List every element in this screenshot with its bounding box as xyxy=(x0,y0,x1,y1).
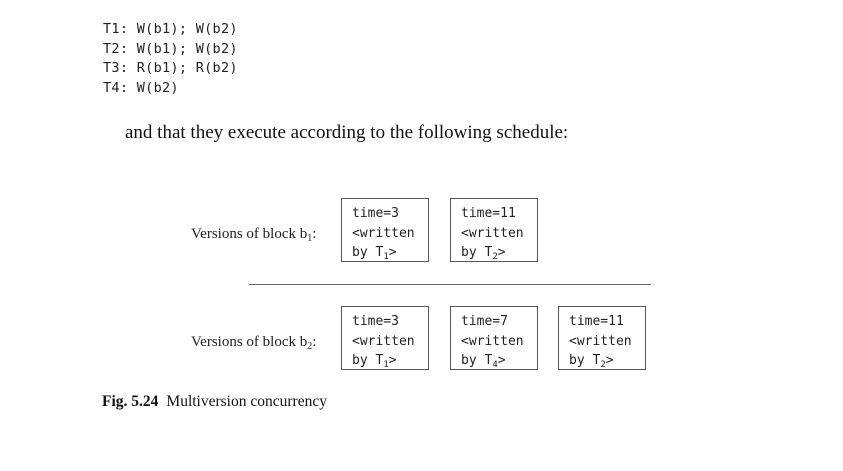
figure-title: Multiversion concurrency xyxy=(166,393,327,410)
block-label-subscript: 1 xyxy=(307,233,313,244)
block-label-text: Versions of block b xyxy=(191,226,308,242)
version-written: <written xyxy=(461,225,524,241)
version-time: time=11 xyxy=(461,206,516,221)
version-writer: by T2> xyxy=(569,353,614,370)
intro-text: and that they execute according to the f… xyxy=(125,122,569,143)
version-box-b2-2: time=7 <written by T4> xyxy=(450,306,538,370)
transaction-line: T1: W(b1); W(b2) xyxy=(103,21,238,37)
version-written: <written xyxy=(352,333,415,349)
version-time: time=3 xyxy=(352,206,399,221)
transaction-line: T3: R(b1); R(b2) xyxy=(103,60,238,76)
block-label-colon: : xyxy=(312,334,317,350)
version-written: <written xyxy=(569,333,632,349)
version-time: time=11 xyxy=(569,314,624,329)
block-label-colon: : xyxy=(312,226,317,242)
transaction-list: T1: W(b1); W(b2) T2: W(b1); W(b2) T3: R(… xyxy=(103,20,238,98)
version-time: time=3 xyxy=(352,314,399,329)
section-divider xyxy=(249,284,651,285)
version-time: time=7 xyxy=(461,314,508,329)
version-written: <written xyxy=(352,225,415,241)
transaction-line: T4: W(b2) xyxy=(103,79,179,96)
figure-caption: Fig. 5.24 Multiversion concurrency xyxy=(102,393,327,411)
version-box-b1-2: time=11 <written by T2> xyxy=(450,198,538,262)
block-label-subscript: 2 xyxy=(307,341,313,352)
version-box-b2-1: time=3 <written by T1> xyxy=(341,306,429,370)
transaction-line: T2: W(b1); W(b2) xyxy=(103,40,238,57)
version-writer: by T1> xyxy=(352,353,397,370)
version-written: <written xyxy=(461,333,524,349)
block-b2-label: Versions of block b2: xyxy=(191,334,316,352)
version-writer: by T1> xyxy=(352,245,397,262)
version-writer: by T4> xyxy=(461,353,506,370)
figure-number: Fig. 5.24 xyxy=(102,393,159,410)
version-box-b2-3: time=11 <written by T2> xyxy=(558,306,646,370)
version-box-b1-1: time=3 <written by T1> xyxy=(341,198,429,262)
version-writer: by T2> xyxy=(461,245,506,262)
block-label-text: Versions of block b xyxy=(191,334,308,350)
block-b1-label: Versions of block b1: xyxy=(191,226,316,244)
